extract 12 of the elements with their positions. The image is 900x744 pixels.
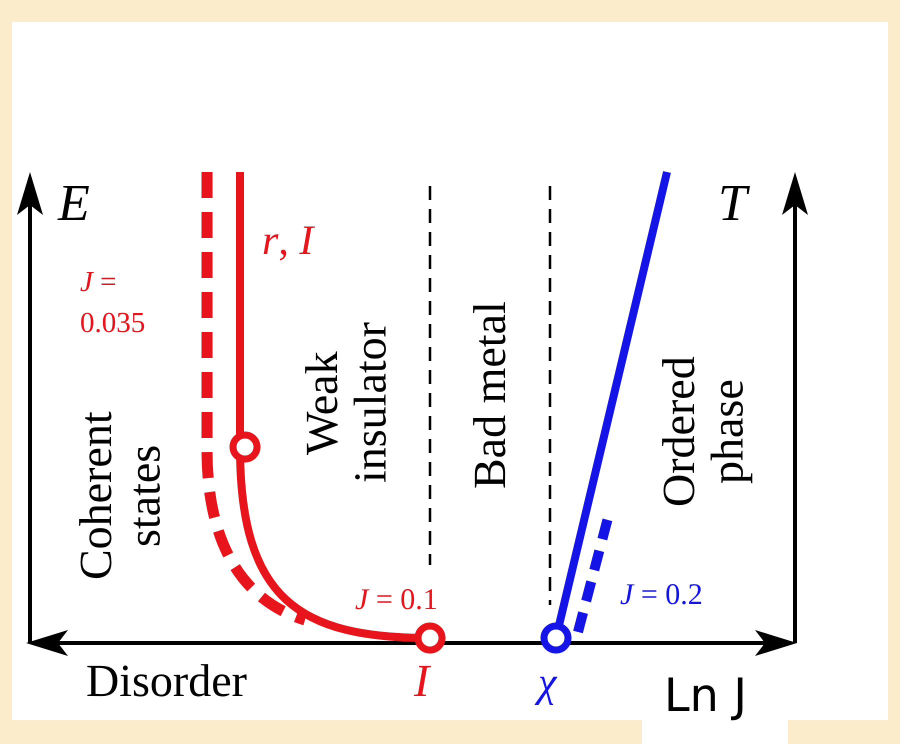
point-label: I [414,658,430,704]
region-label: Weak insulator [298,322,395,486]
curve-label: J = 0.2 [620,580,703,610]
curve-label: J = 0.1 [355,585,438,615]
axis-label: E [58,178,90,230]
axis-label: Ln J [664,672,747,718]
region-label: Coherent states [72,410,169,582]
region-label: Ordered phase [655,356,752,510]
curve-label: r, I [262,220,314,262]
curve-label: J = 0.035 [80,265,146,341]
axis-label: Disorder [86,658,247,704]
region-label: Bad metal [466,300,514,491]
